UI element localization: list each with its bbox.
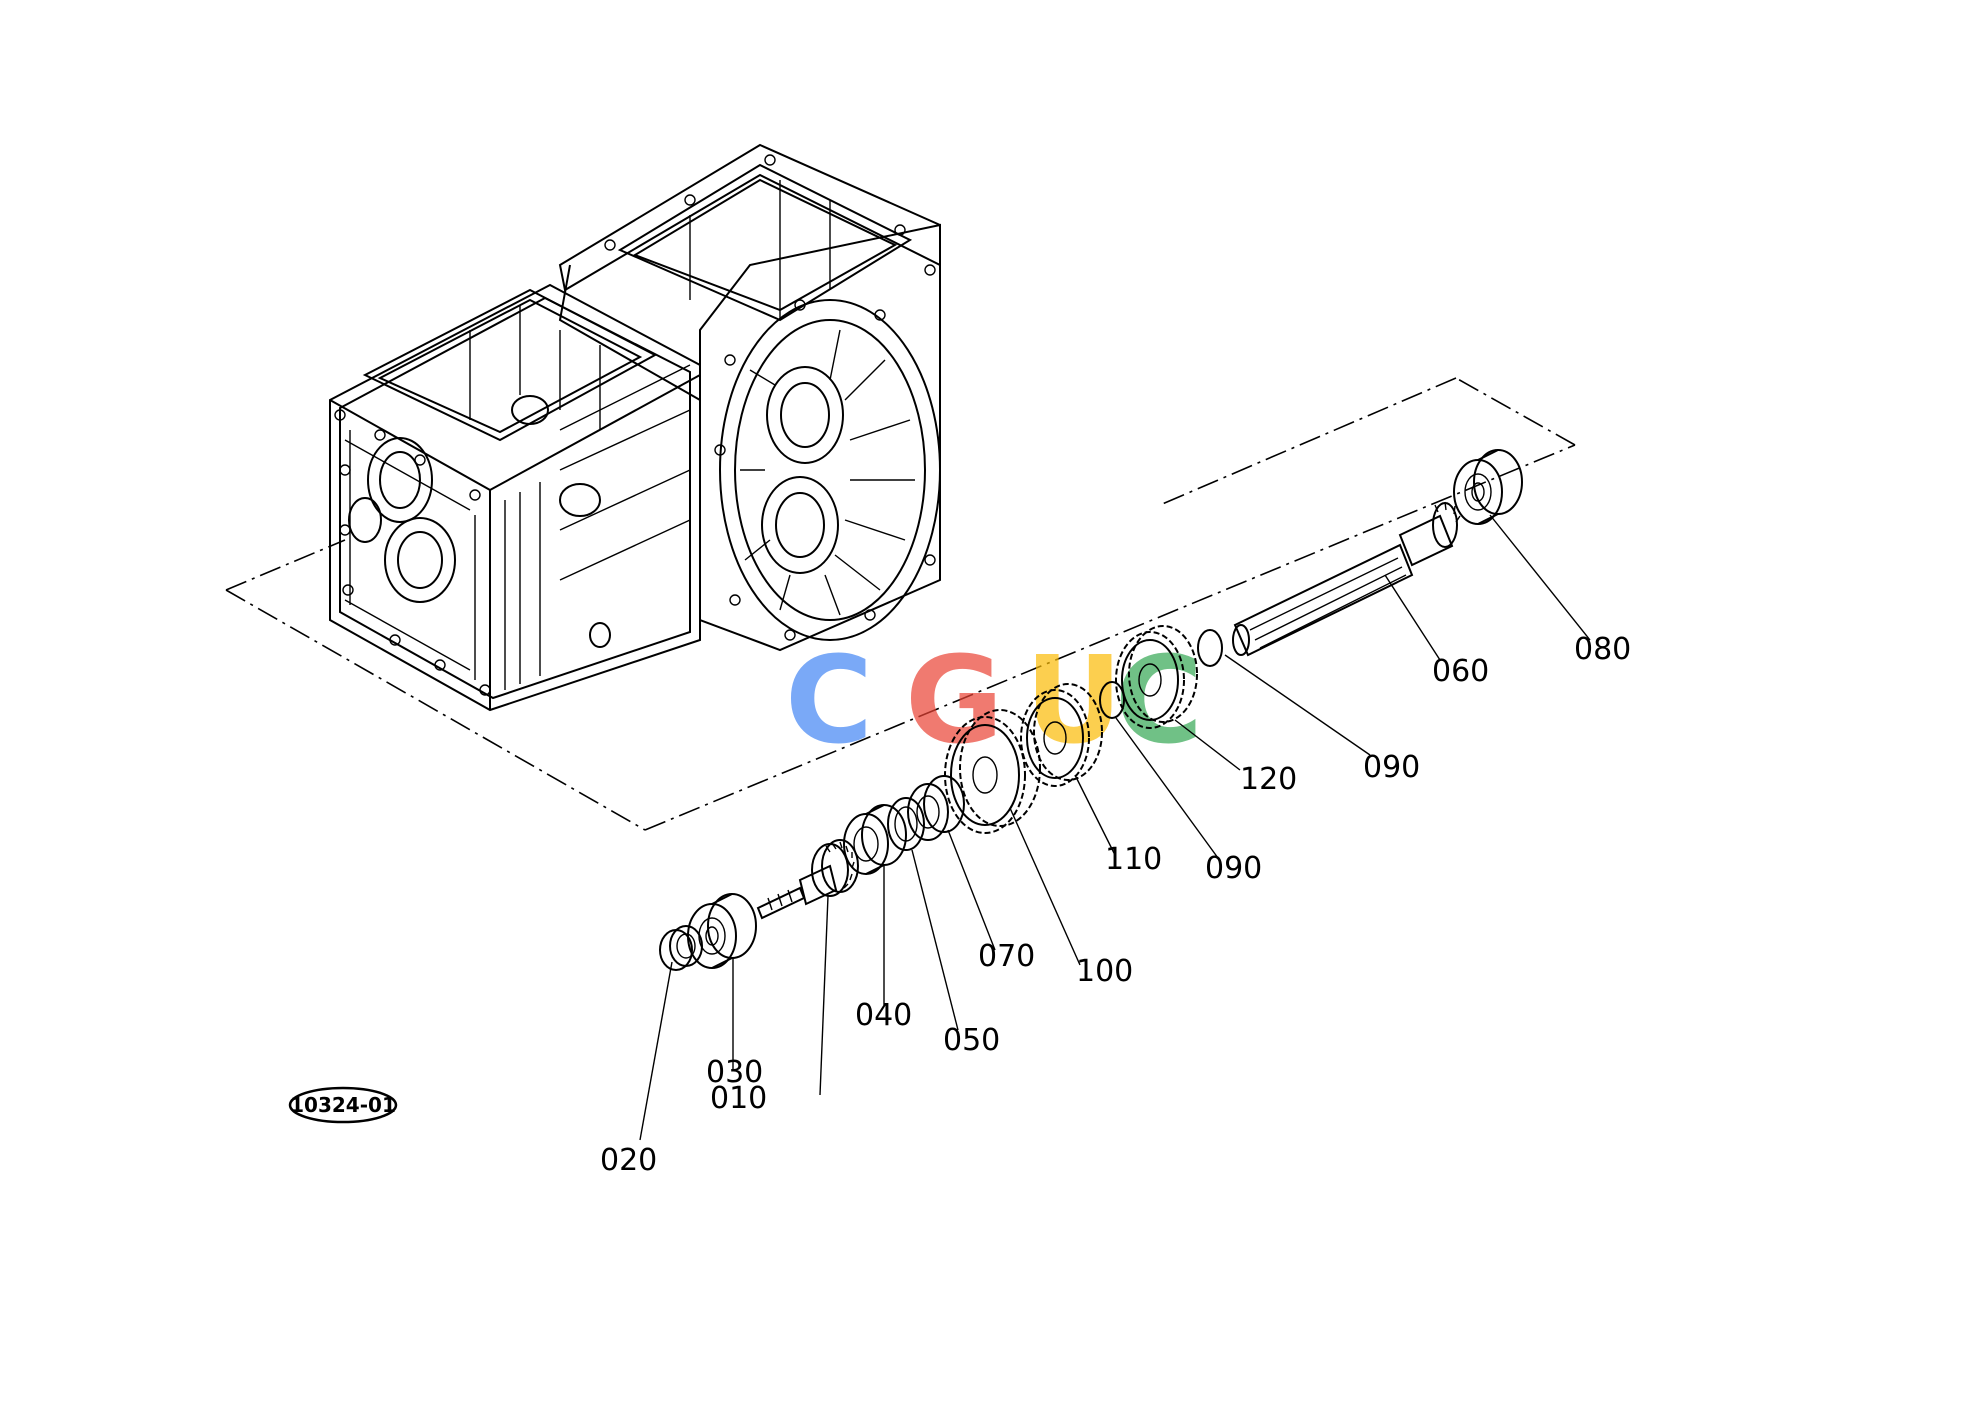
part-label-050: 050 bbox=[943, 1023, 1000, 1058]
exploded-parts bbox=[659, 449, 1523, 971]
watermark: C G U C bbox=[785, 632, 1203, 771]
part-label-090-lower: 090 bbox=[1205, 851, 1262, 886]
part-090-snap-ring-upper bbox=[1197, 629, 1223, 667]
front-bolt-holes bbox=[334, 409, 491, 696]
part-label-010: 010 bbox=[710, 1081, 767, 1116]
part-120-gear bbox=[1115, 625, 1198, 729]
reference-frame bbox=[225, 377, 1576, 831]
part-030-bearing bbox=[687, 893, 757, 969]
part-label-080: 080 bbox=[1574, 632, 1631, 667]
part-050-ring bbox=[887, 797, 925, 851]
part-label-060: 060 bbox=[1432, 654, 1489, 689]
part-label-100: 100 bbox=[1076, 954, 1133, 989]
watermark-letter: C bbox=[1115, 632, 1203, 771]
part-020-collar bbox=[659, 925, 703, 971]
part-label-090-upper: 090 bbox=[1363, 750, 1420, 785]
part-060-splined-shaft bbox=[1232, 501, 1461, 657]
part-100-gear bbox=[944, 709, 1041, 834]
part-010-pinion-shaft bbox=[756, 839, 859, 920]
watermark-letter: U bbox=[1025, 632, 1122, 771]
rear-flange-ribs bbox=[740, 329, 915, 616]
part-label-120: 120 bbox=[1240, 762, 1297, 797]
part-label-020: 020 bbox=[600, 1143, 657, 1178]
watermark-letter: G bbox=[905, 632, 1004, 771]
part-label-040: 040 bbox=[855, 998, 912, 1033]
part-080-bearing bbox=[1453, 449, 1523, 525]
transmission-case bbox=[329, 143, 941, 712]
part-090-snap-ring-lower bbox=[1099, 681, 1125, 719]
part-040-bearing bbox=[843, 804, 907, 875]
watermark-letter: C bbox=[785, 632, 873, 771]
part-110-gear bbox=[1020, 683, 1103, 787]
part-label-110: 110 bbox=[1105, 842, 1162, 877]
leader-lines bbox=[639, 514, 1591, 1141]
reference-code: 10324-01 bbox=[290, 1093, 396, 1117]
part-label-070: 070 bbox=[978, 939, 1035, 974]
reference-code-badge: 10324-01 bbox=[288, 1086, 398, 1124]
part-label-030: 030 bbox=[706, 1055, 763, 1090]
rear-bolt-holes bbox=[604, 154, 936, 641]
part-070-bearing bbox=[907, 775, 965, 841]
part-labels: 010 020 030 040 050 060 070 080 090 090 … bbox=[600, 632, 1631, 1178]
